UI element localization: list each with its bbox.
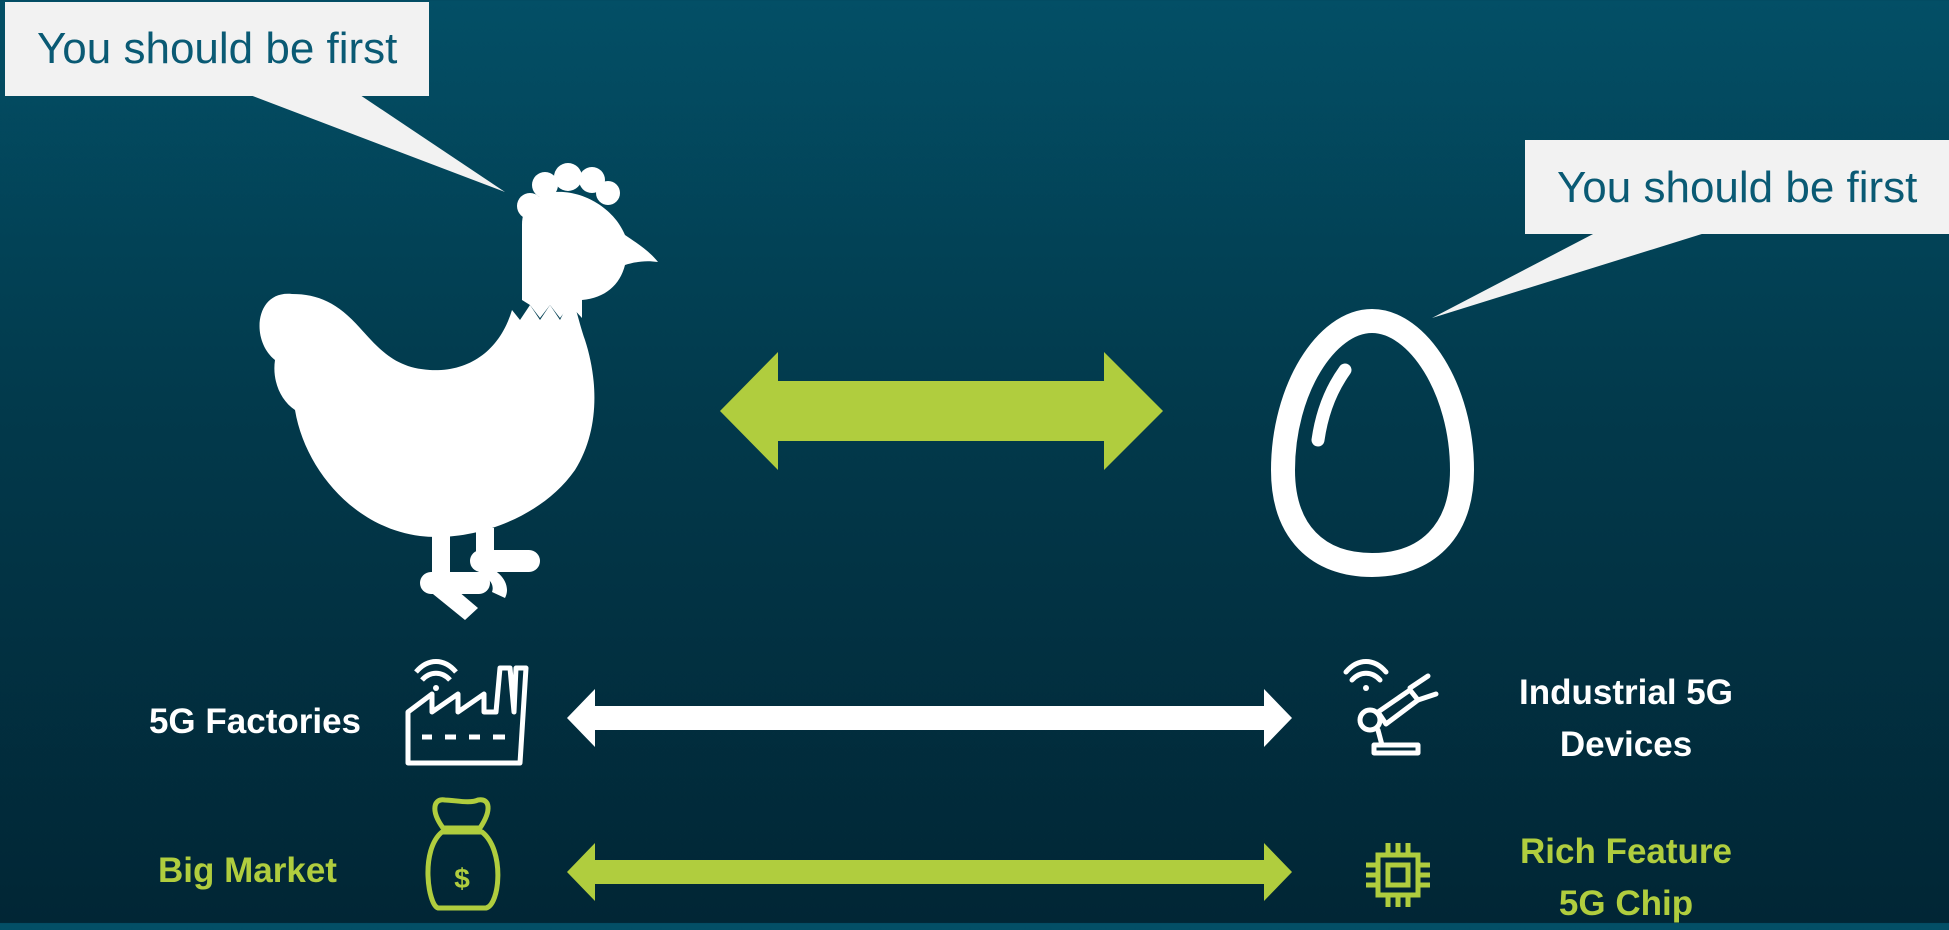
money-bag-icon: $: [428, 800, 498, 908]
factories-devices-arrow: [567, 689, 1292, 747]
chip-label-line1: Rich Feature: [1496, 826, 1756, 878]
big-double-arrow: [720, 352, 1163, 470]
market-chip-arrow: [567, 843, 1292, 901]
svg-text:$: $: [454, 863, 470, 894]
devices-label-line1: Industrial 5G: [1496, 667, 1756, 719]
factories-label: 5G Factories: [140, 696, 370, 748]
robot-arm-wifi-icon: [1346, 662, 1436, 754]
chip-icon: [1366, 843, 1430, 907]
market-label: Big Market: [130, 845, 365, 897]
hen-icon: [260, 163, 658, 620]
egg-icon: [1283, 321, 1462, 565]
chip-label: Rich Feature 5G Chip: [1496, 826, 1756, 930]
left-callout-text: You should be first: [37, 27, 397, 71]
right-callout-text: You should be first: [1557, 166, 1917, 210]
devices-label: Industrial 5G Devices: [1496, 667, 1756, 771]
factory-wifi-icon: [408, 662, 526, 764]
chip-label-line2: 5G Chip: [1496, 878, 1756, 930]
devices-label-line2: Devices: [1496, 719, 1756, 771]
